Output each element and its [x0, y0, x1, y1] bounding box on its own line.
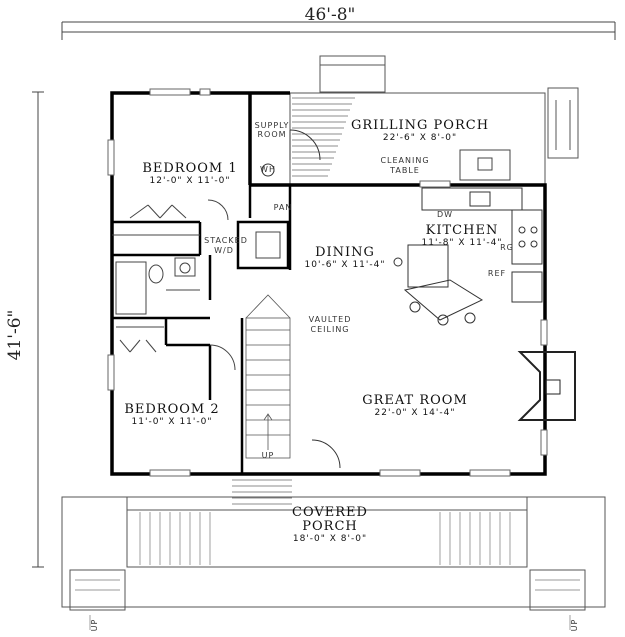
vaulted-label-line2: CEILING: [311, 325, 350, 334]
supply-label-line2: ROOM: [257, 130, 286, 139]
bedroom1-closet: [112, 199, 229, 236]
dishwasher-label: DW: [437, 210, 453, 219]
supply-label-line1: SUPPLY: [255, 121, 290, 130]
kitchen-dims: 11'-8" X 11'-4": [422, 238, 503, 248]
dining-dims: 10'-6" X 11'-4": [305, 260, 386, 270]
refrigerator-label: REF: [488, 269, 506, 278]
covered-porch-dims: 18'-0" X 8'-0": [293, 534, 367, 544]
bedroom1-dims: 12'-0" X 11'-0": [150, 176, 231, 186]
great-room-dims: 22'-0" X 14'-4": [375, 408, 456, 418]
bedroom2-dims: 11'-0" X 11'-0": [132, 417, 213, 427]
pantry-label: PAN: [274, 203, 293, 212]
windows: [107, 88, 548, 477]
covered-porch-name-line1: COVERED: [292, 505, 368, 520]
bathroom: [115, 257, 200, 315]
bedroom2-closet: [116, 326, 236, 371]
covered-porch-name-line2: PORCH: [302, 519, 357, 534]
grilling-porch-dims: 22'-6" X 8'-0": [383, 133, 457, 143]
porch-railings: [139, 512, 511, 565]
porch-left-up-label: UP: [90, 619, 99, 632]
kitchen-name: KITCHEN: [426, 223, 499, 238]
bedroom1-name: BEDROOM 1: [142, 161, 237, 176]
stacked-label-line1: STACKED: [204, 236, 248, 245]
overall-dimensions: [32, 21, 616, 568]
supply-room: [261, 129, 321, 177]
vaulted-label-line1: VAULTED: [309, 315, 352, 324]
range-label: RG: [500, 243, 514, 252]
dining-name: DINING: [315, 245, 375, 260]
covered-porch-steps-center: [232, 479, 292, 505]
cleaning-label-line2: TABLE: [389, 166, 420, 175]
porch-right-up-label: UP: [570, 619, 579, 632]
grilling-porch-stairs: [292, 97, 355, 177]
main-stairs: [245, 294, 291, 459]
interior-walls: [112, 185, 292, 474]
great-room-name: GREAT ROOM: [362, 393, 468, 408]
stacked-label-line2: W/D: [214, 246, 234, 255]
grilling-porch: [289, 55, 579, 186]
grilling-porch-name: GRILLING PORCH: [351, 118, 489, 133]
water-heater-label: WH: [260, 165, 276, 174]
entry-door-swing: [311, 439, 341, 469]
overall-depth-label: 41'-6": [5, 310, 25, 361]
cleaning-label-line1: CLEANING: [380, 156, 429, 165]
covered-porch: [61, 496, 606, 611]
bedroom2-name: BEDROOM 2: [124, 402, 219, 417]
fireplace: [517, 351, 576, 421]
stairs-up-label: UP: [262, 451, 275, 460]
exterior-walls: [110, 91, 547, 476]
cleaning-table: [459, 149, 511, 181]
kitchen: [393, 187, 543, 326]
stacked-washer-dryer: [255, 231, 281, 259]
overall-width-label: 46'-8": [305, 5, 356, 25]
porch-side-steps: [75, 579, 580, 630]
